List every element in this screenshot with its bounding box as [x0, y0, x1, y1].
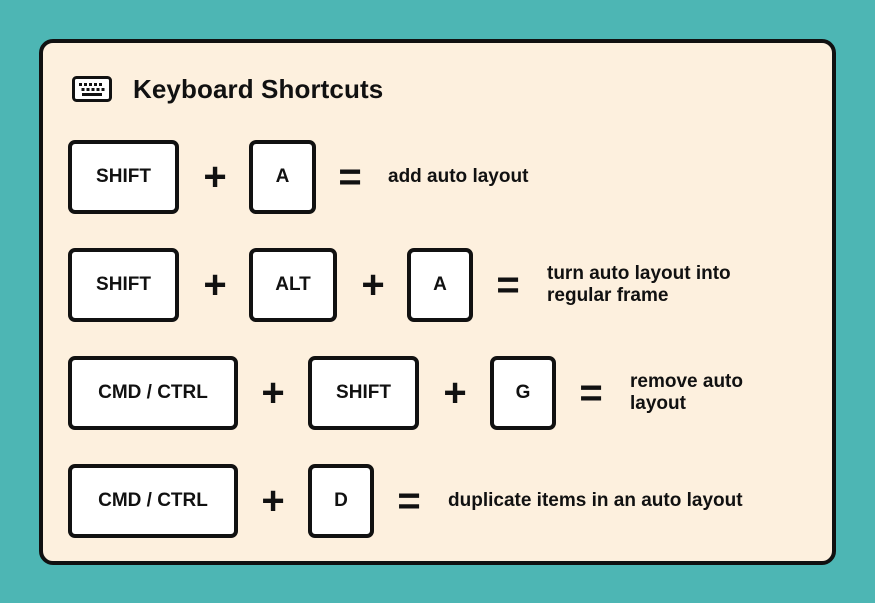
key-d: D [308, 464, 374, 538]
shortcut-description: turn auto layout into regular frame [547, 248, 731, 322]
shortcut-description: duplicate items in an auto layout [448, 490, 743, 511]
plus-symbol: + [443, 371, 467, 415]
key-g: G [490, 356, 556, 430]
plus-symbol: + [361, 263, 385, 307]
key-a: A [249, 140, 316, 214]
equals-symbol: = [397, 479, 421, 523]
description-line: layout [630, 393, 686, 414]
key-shift: SHIFT [308, 356, 419, 430]
shortcuts-card: Keyboard Shortcuts SHIFT + A = add auto … [39, 39, 836, 565]
key-cmd-ctrl: CMD / CTRL [68, 356, 238, 430]
plus-symbol: + [203, 155, 227, 199]
page-title: Keyboard Shortcuts [133, 73, 384, 104]
shortcut-description: remove auto layout [630, 356, 743, 430]
description-line: turn auto layout into [547, 263, 731, 284]
shortcut-row-remove-to-frame: SHIFT + ALT + A = turn auto layout into … [68, 248, 808, 322]
key-a: A [407, 248, 473, 322]
equals-symbol: = [579, 371, 603, 415]
equals-symbol: = [338, 155, 362, 199]
shortcut-row-duplicate-items: CMD / CTRL + D = duplicate items in an a… [68, 464, 808, 538]
card-header: Keyboard Shortcuts [72, 73, 383, 105]
key-shift: SHIFT [68, 248, 179, 322]
description-line: regular frame [547, 285, 669, 306]
shortcut-row-remove-auto-layout: CMD / CTRL + SHIFT + G = remove auto lay… [68, 356, 808, 430]
key-alt: ALT [249, 248, 337, 322]
shortcut-row-add-auto-layout: SHIFT + A = add auto layout [68, 140, 808, 214]
shortcut-description: add auto layout [388, 166, 529, 187]
equals-symbol: = [496, 263, 520, 307]
plus-symbol: + [203, 263, 227, 307]
key-cmd-ctrl: CMD / CTRL [68, 464, 238, 538]
plus-symbol: + [261, 479, 285, 523]
description-line: remove auto [630, 371, 743, 392]
key-shift: SHIFT [68, 140, 179, 214]
plus-symbol: + [261, 371, 285, 415]
keyboard-icon [72, 76, 112, 102]
